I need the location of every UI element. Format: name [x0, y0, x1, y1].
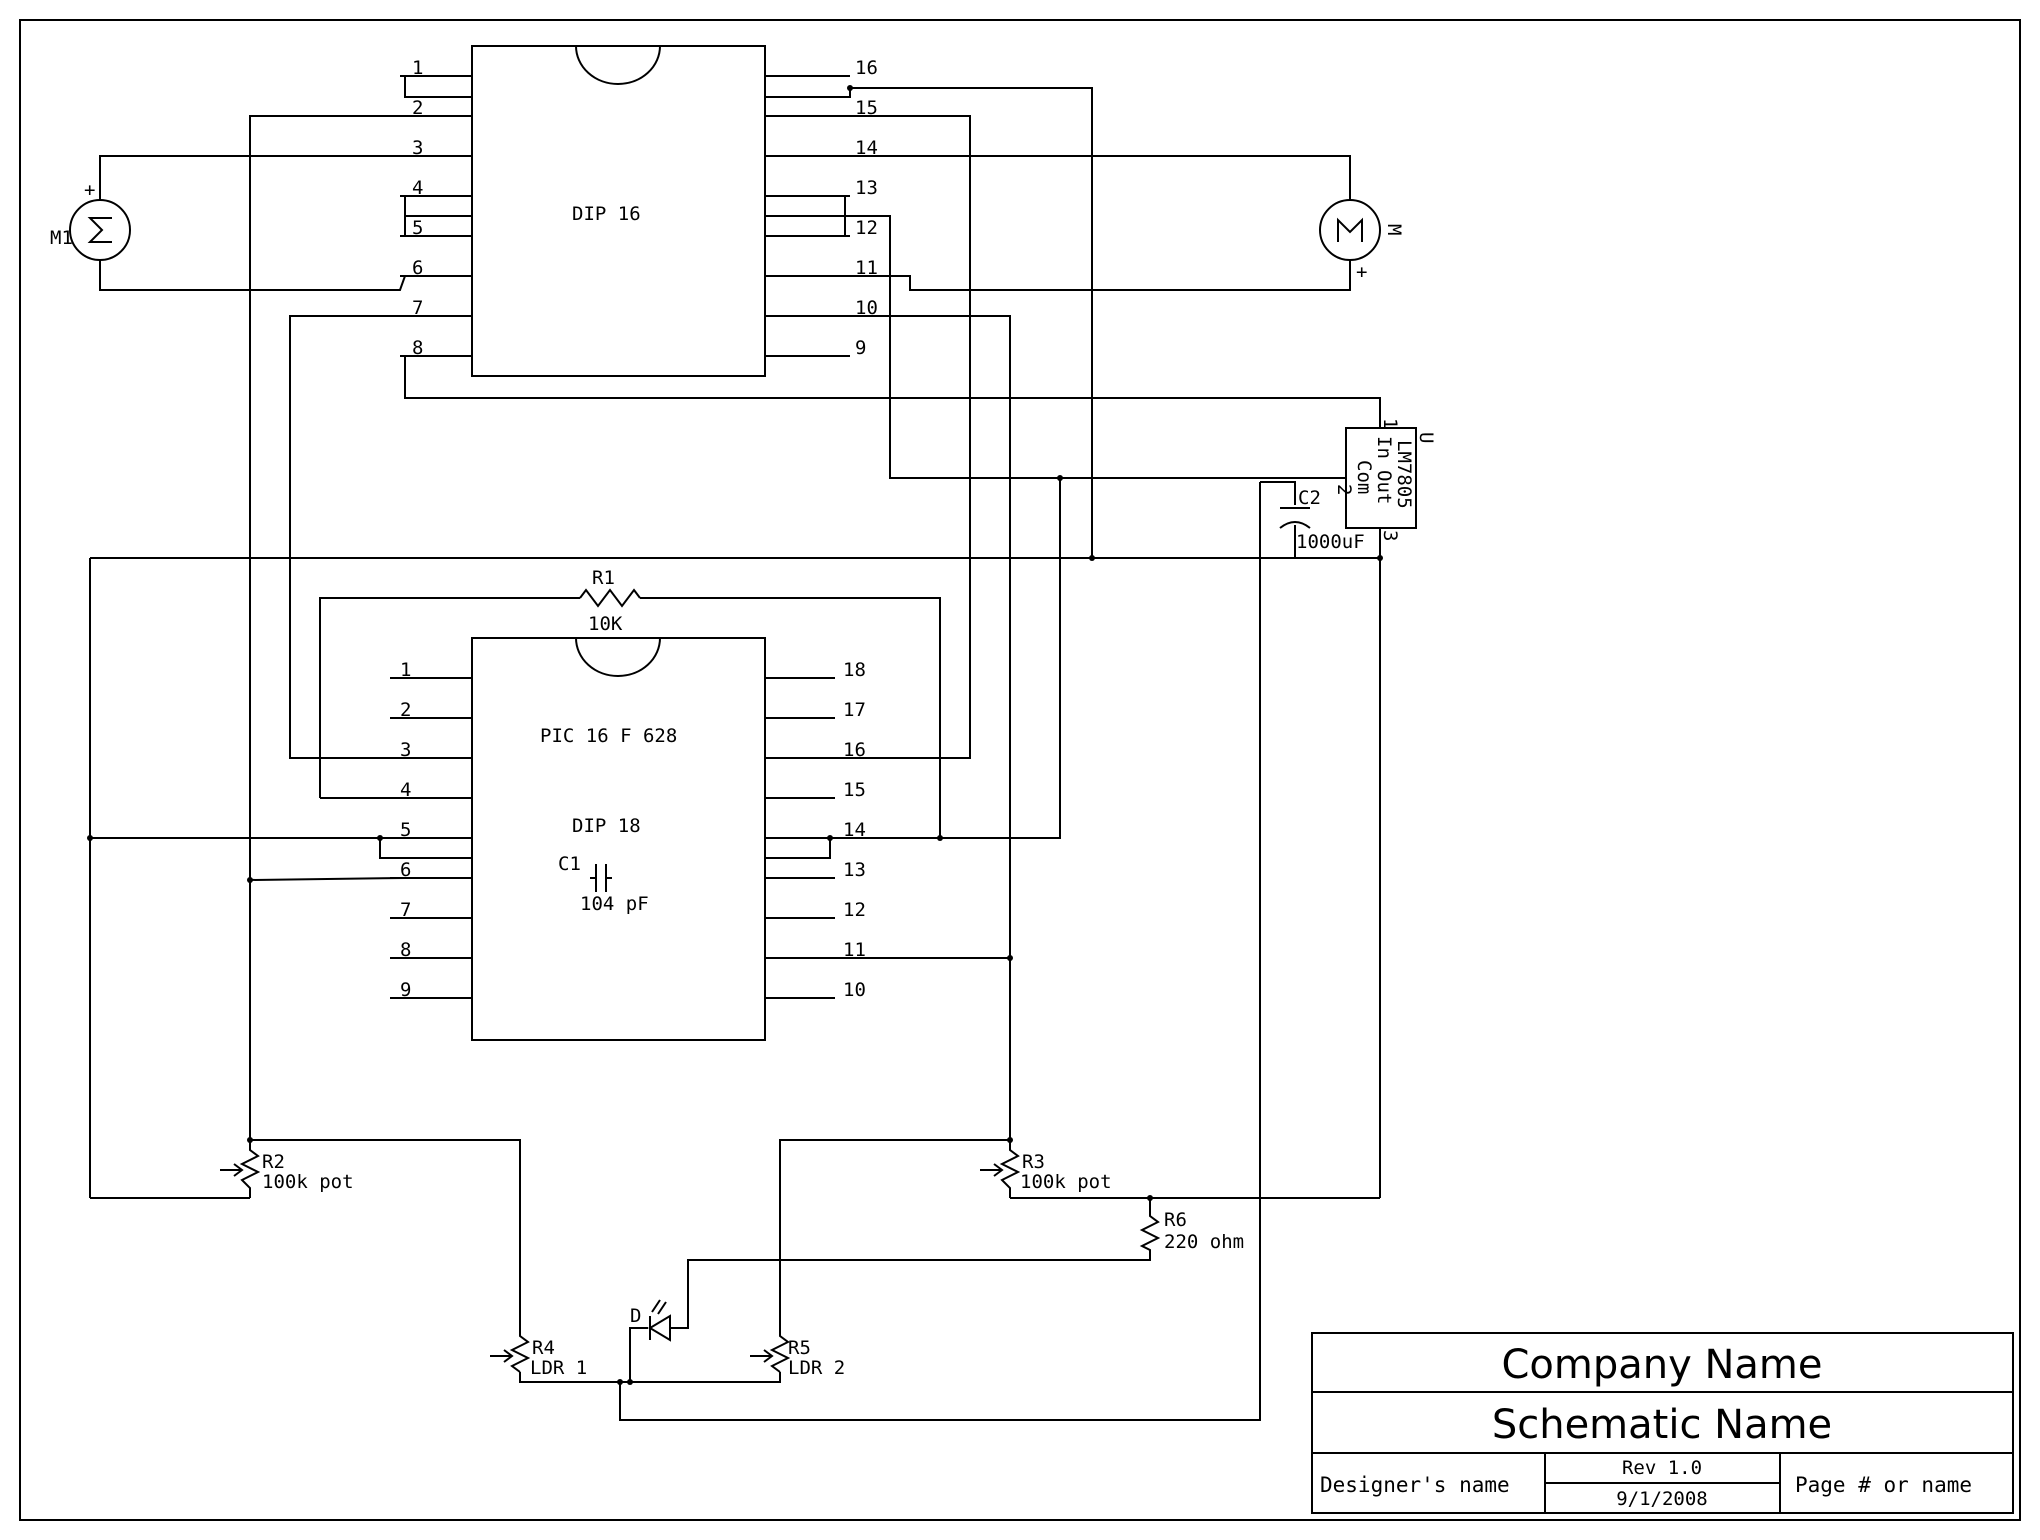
ic2-left-pins: 1 2 3 4 5 6 7 8 9 [390, 659, 472, 1001]
svg-text:16: 16 [855, 57, 878, 79]
svg-text:4: 4 [400, 779, 411, 801]
capacitor-c1: C1 104 pF [558, 853, 649, 915]
r2-ref: R2 [262, 1151, 285, 1173]
ic1-left-pins: 1 2 3 4 5 6 7 8 [400, 57, 472, 359]
r5-ref: R5 [788, 1337, 811, 1359]
page-name: Page # or name [1795, 1473, 1972, 1497]
capacitor-c2: C2 1000uF [1279, 487, 1365, 553]
reg-pin1: 1 [1379, 418, 1401, 429]
reg-ref: U [1415, 432, 1437, 443]
c1-value: 104 pF [580, 893, 649, 915]
led-ref: D [630, 1305, 641, 1327]
r1-ref: R1 [592, 567, 615, 589]
ic-pic16f628: PIC 16 F 628 DIP 18 1 2 3 4 5 6 7 8 9 [390, 637, 866, 1041]
svg-text:11: 11 [855, 257, 878, 279]
resistor-r6: R6 220 ohm [1139, 1209, 1244, 1255]
svg-text:15: 15 [855, 97, 878, 119]
svg-text:14: 14 [843, 819, 866, 841]
svg-text:7: 7 [400, 899, 411, 921]
motor1-plus: + [84, 179, 95, 201]
svg-text:14: 14 [855, 137, 878, 159]
motor1-ref: M1 [50, 227, 73, 249]
svg-text:2: 2 [400, 699, 411, 721]
svg-text:10: 10 [855, 297, 878, 319]
c2-value: 1000uF [1296, 531, 1365, 553]
svg-text:2: 2 [412, 97, 423, 119]
r4-value: LDR 1 [530, 1357, 587, 1379]
svg-text:15: 15 [843, 779, 866, 801]
regulator-lm7805: U LM7805 In Com Out 1 2 3 [1333, 398, 1437, 541]
motor-m1: M1 + [50, 179, 131, 261]
c2-ref: C2 [1298, 487, 1321, 509]
ic2-package: DIP 18 [572, 815, 641, 837]
svg-text:11: 11 [843, 939, 866, 961]
reg-pin-out: Out [1373, 470, 1395, 504]
junctions [87, 85, 1383, 1385]
reg-pin3: 3 [1379, 530, 1401, 541]
motor2-ref: M [1383, 224, 1405, 235]
r6-ref: R6 [1164, 1209, 1187, 1231]
reg-pin2: 2 [1333, 484, 1355, 495]
date: 9/1/2008 [1616, 1488, 1708, 1510]
ic2-name: PIC 16 F 628 [540, 725, 677, 747]
sheet-border [19, 19, 2021, 1521]
reg-part: LM7805 [1393, 440, 1415, 509]
svg-text:12: 12 [855, 217, 878, 239]
ldr-r4: R4 LDR 1 [490, 1330, 587, 1379]
motor-m: M + [1319, 199, 1405, 283]
ic1-right-pins: 16 15 14 13 12 11 10 9 [765, 57, 878, 359]
svg-text:8: 8 [412, 337, 423, 359]
svg-text:1: 1 [412, 57, 423, 79]
r3-ref: R3 [1022, 1151, 1045, 1173]
svg-text:17: 17 [843, 699, 866, 721]
r6-value: 220 ohm [1164, 1231, 1244, 1253]
motor2-plus: + [1356, 261, 1367, 283]
r3-value: 100k pot [1020, 1171, 1112, 1193]
c1-ref: C1 [558, 853, 581, 875]
svg-text:1: 1 [400, 659, 411, 681]
designer-name: Designer's name [1320, 1473, 1510, 1497]
svg-text:9: 9 [855, 337, 866, 359]
reg-pin-in: In [1373, 436, 1395, 459]
svg-text:13: 13 [843, 859, 866, 881]
svg-text:5: 5 [400, 819, 411, 841]
svg-text:6: 6 [400, 859, 411, 881]
svg-text:16: 16 [843, 739, 866, 761]
r2-value: 100k pot [262, 1171, 354, 1193]
ldr-r5: R5 LDR 2 [750, 1330, 845, 1379]
svg-text:12: 12 [843, 899, 866, 921]
ic2-right-pins: 18 17 16 15 14 13 12 11 10 [765, 659, 866, 1001]
ic-dip16: DIP 16 1 2 3 4 5 6 7 8 [400, 45, 878, 377]
schematic-name: Schematic Name [1492, 1402, 1832, 1448]
svg-text:10: 10 [843, 979, 866, 1001]
svg-text:13: 13 [855, 177, 878, 199]
resistor-r1: R1 10K [579, 567, 641, 635]
svg-text:3: 3 [400, 739, 411, 761]
svg-text:18: 18 [843, 659, 866, 681]
r4-ref: R4 [532, 1337, 555, 1359]
svg-text:5: 5 [412, 217, 423, 239]
svg-text:8: 8 [400, 939, 411, 961]
title-block: Company Name Schematic Name Designer's n… [1311, 1332, 2014, 1514]
svg-text:9: 9 [400, 979, 411, 1001]
led-d: D [630, 1299, 671, 1342]
svg-text:4: 4 [412, 177, 423, 199]
revision: Rev 1.0 [1622, 1457, 1702, 1479]
ic1-label: DIP 16 [572, 203, 641, 225]
svg-text:3: 3 [412, 137, 423, 159]
svg-text:6: 6 [412, 257, 423, 279]
svg-text:7: 7 [412, 297, 423, 319]
r1-value: 10K [588, 613, 623, 635]
pot-r3: R3 100k pot [980, 1140, 1112, 1198]
r5-value: LDR 2 [788, 1357, 845, 1379]
company-name: Company Name [1501, 1342, 1822, 1388]
pot-r2: R2 100k pot [220, 1140, 354, 1198]
reg-pin-com: Com [1353, 460, 1375, 494]
